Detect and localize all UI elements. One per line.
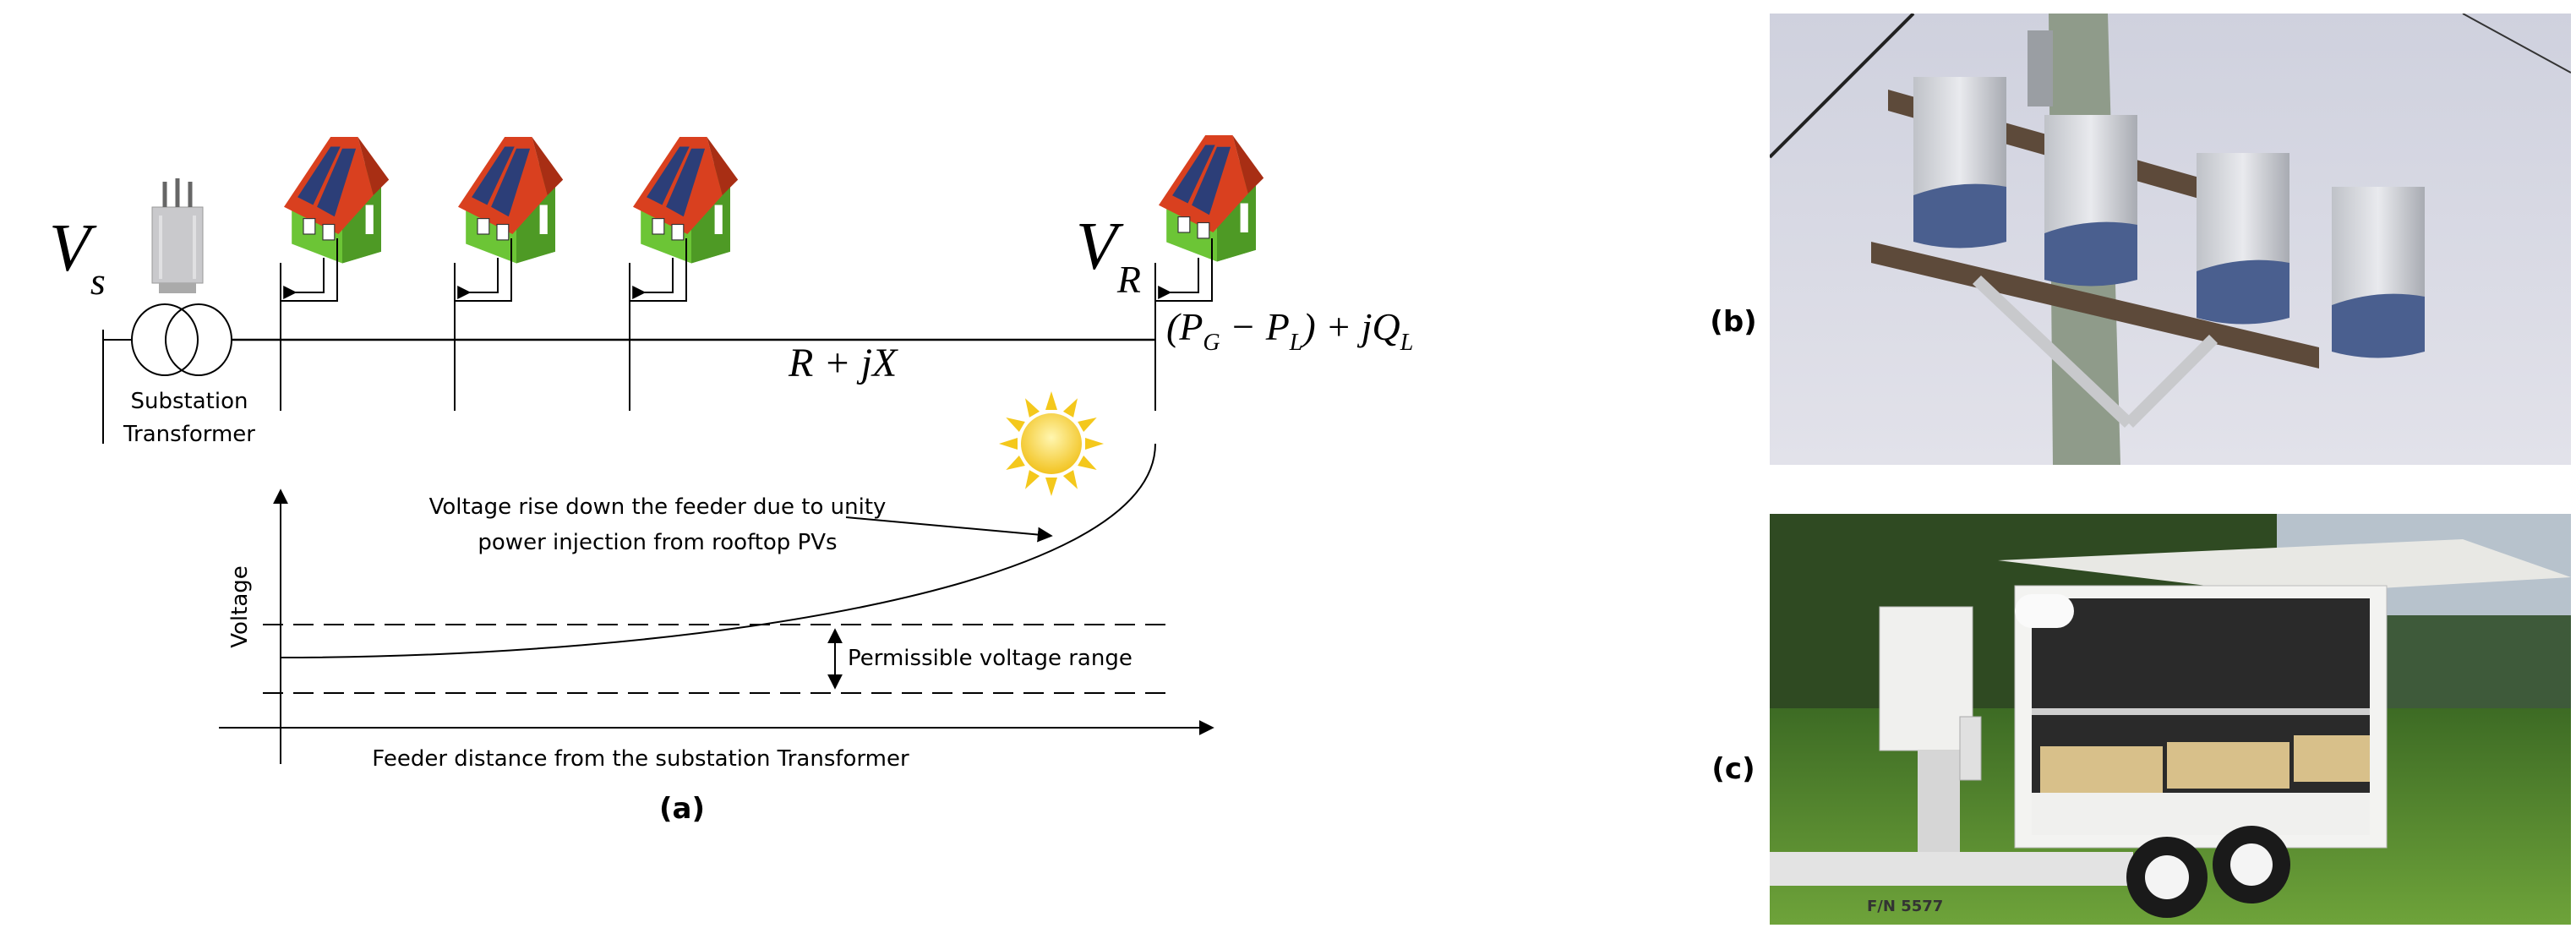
power-injection-label: (PG − PL) + jQL — [1166, 305, 1413, 356]
load-bus — [454, 136, 564, 411]
vr-label: VR — [1076, 210, 1141, 301]
inverter-unit — [2197, 153, 2289, 325]
inverter-unit — [2044, 115, 2137, 287]
battery-trailer-photo: F/N 5577 — [1770, 514, 2571, 925]
transformer-symbol — [131, 303, 232, 376]
inverter-unit — [2332, 187, 2425, 358]
range-label: Permissible voltage range — [848, 646, 1132, 671]
panel-b-label: (b) — [1710, 305, 1756, 339]
inverter-unit — [1913, 77, 2006, 248]
y-axis-label: Voltage — [227, 565, 253, 648]
annotation-line-1: Voltage rise down the feeder due to unit… — [429, 494, 887, 520]
impedance-label: R + jX — [788, 341, 898, 385]
power-flow-arrow — [632, 258, 674, 299]
load-bus — [1154, 134, 1264, 411]
annotation-arrow — [845, 516, 1053, 543]
trailer-plate: F/N 5577 — [1867, 898, 1943, 915]
transformer-label-2: Transformer — [123, 422, 255, 447]
load-bus — [280, 136, 390, 411]
sun-icon — [999, 391, 1104, 496]
feeder-diagram: Vs Substation Transformer VR R + jX (PG … — [49, 134, 1413, 826]
pole-inverters-photo — [1770, 14, 2571, 465]
annotation-line-2: power injection from rooftop PVs — [478, 530, 837, 555]
transformer-image — [151, 178, 204, 293]
power-flow-arrow — [1158, 258, 1199, 299]
power-flow-arrow — [457, 258, 499, 299]
load-bus — [629, 136, 739, 411]
panel-c-label: (c) — [1711, 752, 1755, 786]
panel-a-label: (a) — [659, 792, 705, 826]
power-flow-arrow — [283, 258, 325, 299]
x-axis-label: Feeder distance from the substation Tran… — [372, 746, 909, 772]
vs-label: Vs — [49, 211, 106, 303]
voltage-profile-curve — [280, 443, 1156, 658]
transformer-label-1: Substation — [131, 389, 248, 414]
